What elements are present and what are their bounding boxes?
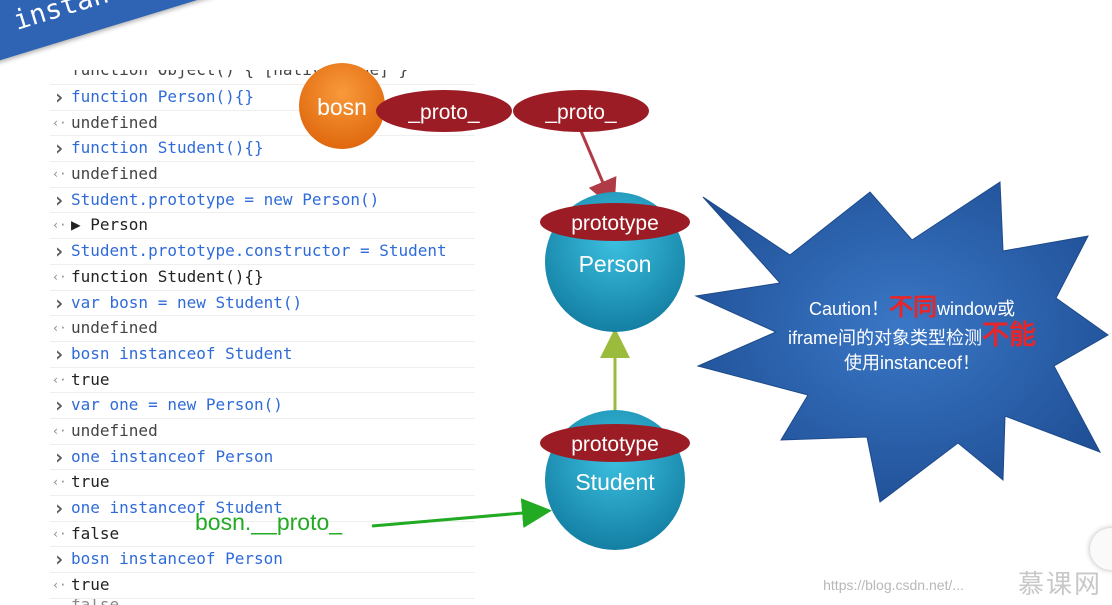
console-output-line: ‹· ▶ Person	[50, 213, 475, 240]
prompt-chevron-icon: ›	[52, 187, 66, 212]
prompt-chevron-icon: ›	[52, 239, 66, 264]
console-input-line: ›function Student(){}	[50, 136, 475, 163]
return-arrow-icon: ‹·	[52, 321, 67, 336]
proto-ellipse-1	[376, 90, 512, 132]
console-output-line: ‹· true	[50, 573, 475, 599]
console-input-line: › function Person(){}	[50, 85, 475, 111]
student-prototype-ellipse	[540, 424, 690, 462]
console-input-line: ›Student.prototype = new Person()	[50, 188, 475, 214]
console-line-text: var one = new Person()	[71, 395, 283, 415]
url-watermark: https://blog.csdn.net/...	[823, 577, 964, 593]
return-arrow-icon: ‹·	[52, 115, 67, 130]
return-arrow-icon: ‹·	[52, 269, 67, 284]
prompt-chevron-icon: ›	[52, 547, 66, 572]
bosn-proto-annotation: bosn.__proto_	[195, 509, 343, 535]
console-line-text: false	[71, 523, 120, 543]
console-line-text: bosn instanceof Person	[71, 549, 283, 569]
return-arrow-icon: ‹·	[52, 475, 67, 490]
return-arrow-icon: ‹·	[52, 423, 67, 438]
console-lines: ›function Person(){}‹·undefined›function…	[50, 85, 475, 599]
console-output-line: ‹· undefined	[50, 111, 475, 137]
console-output-line: ‹· function Student(){}	[50, 265, 475, 291]
console-line-text: undefined	[71, 420, 158, 440]
console-line-text: one instanceof Person	[71, 446, 274, 466]
console-input-line: ›var one = new Person()	[50, 393, 475, 419]
person-prototype-label: prototype	[571, 212, 659, 235]
proto-link-red	[576, 123, 617, 210]
console-input-line: ›bosn instanceof Student	[50, 342, 475, 368]
console-input-line: ›var bosn = new Student()	[50, 291, 475, 317]
console-input-line: › one instanceof Student	[50, 496, 475, 522]
caution-line-3: 使用instanceof！	[844, 353, 980, 373]
return-arrow-icon: ‹·	[52, 372, 67, 387]
console-output-line: ‹· true	[50, 470, 475, 496]
console-line-text: undefined	[71, 318, 158, 338]
prompt-chevron-icon: ›	[52, 85, 66, 109]
proto-label-2: _proto_	[544, 101, 617, 124]
console-output-line: ‹· undefined	[50, 419, 475, 445]
return-arrow-icon: ‹·	[52, 526, 67, 541]
console-output-line: ‹· undefined	[50, 316, 475, 342]
console-line-text: true	[71, 472, 110, 492]
console-line-text: Student.prototype = new Person()	[71, 189, 380, 209]
console-line-text: var bosn = new Student()	[71, 292, 303, 312]
console-line-text: function Person(){}	[71, 87, 255, 106]
console-line-text: function Student(){}	[71, 138, 264, 158]
caution-line-2: iframe间的对象类型检测不能	[788, 319, 1036, 350]
prompt-chevron-icon: ›	[52, 341, 66, 366]
console-line-text: function Student(){}	[71, 266, 264, 286]
console-log: function Object() { [native code] } ›fun…	[50, 70, 475, 605]
console-output-line: ‹· undefined	[50, 162, 475, 188]
bosn-circle	[299, 63, 385, 149]
console-output-line: ‹· false	[50, 522, 475, 548]
console-output-line: ‹· true	[50, 368, 475, 394]
scroll-top-button[interactable]	[1090, 528, 1112, 570]
console-partial-text: function Object() { [native code] }	[71, 70, 408, 82]
bosn-label: bosn	[317, 94, 367, 120]
console-line-text: ▶ Person	[71, 215, 149, 235]
bosn-proto-arrow	[371, 498, 552, 529]
console-partial-bottom: false	[50, 599, 475, 605]
console-input-line: ›bosn instanceof Person	[50, 547, 475, 574]
console-input-line: ›Student.prototype.constructor = Student	[50, 239, 475, 265]
prompt-chevron-icon: ›	[52, 136, 66, 161]
return-arrow-icon: ‹·	[52, 167, 67, 182]
person-prototype-ellipse	[540, 203, 690, 241]
console-line-text: Student.prototype.constructor = Student	[71, 241, 447, 261]
prompt-chevron-icon: ›	[52, 393, 66, 418]
console-partial-line: function Object() { [native code] }	[50, 70, 475, 85]
console-line-text: bosn instanceof Student	[71, 343, 293, 363]
console-input-line: ›one instanceof Person	[50, 445, 475, 471]
caution-line-1: Caution！不同window或	[809, 294, 1015, 321]
proto-ellipse-2	[513, 90, 649, 132]
return-arrow-icon: ‹·	[52, 578, 67, 593]
proto-label-1: _proto_	[407, 101, 480, 124]
console-line-text: true	[71, 575, 110, 595]
site-logo: 慕课网	[1017, 570, 1102, 600]
student-label: Student	[575, 469, 655, 495]
caution-star-shape	[694, 181, 1109, 503]
person-label: Person	[579, 251, 652, 277]
student-prototype-label: prototype	[571, 433, 659, 456]
prompt-chevron-icon: ›	[52, 496, 66, 520]
console-line-text: one instanceof Student	[71, 498, 283, 517]
prompt-chevron-icon: ›	[52, 290, 66, 315]
return-arrow-icon: ‹·	[52, 218, 67, 233]
console-line-text: undefined	[71, 112, 158, 132]
prompt-chevron-icon: ›	[52, 444, 66, 469]
console-line-text: undefined	[71, 164, 158, 184]
console-line-text: true	[71, 369, 110, 389]
